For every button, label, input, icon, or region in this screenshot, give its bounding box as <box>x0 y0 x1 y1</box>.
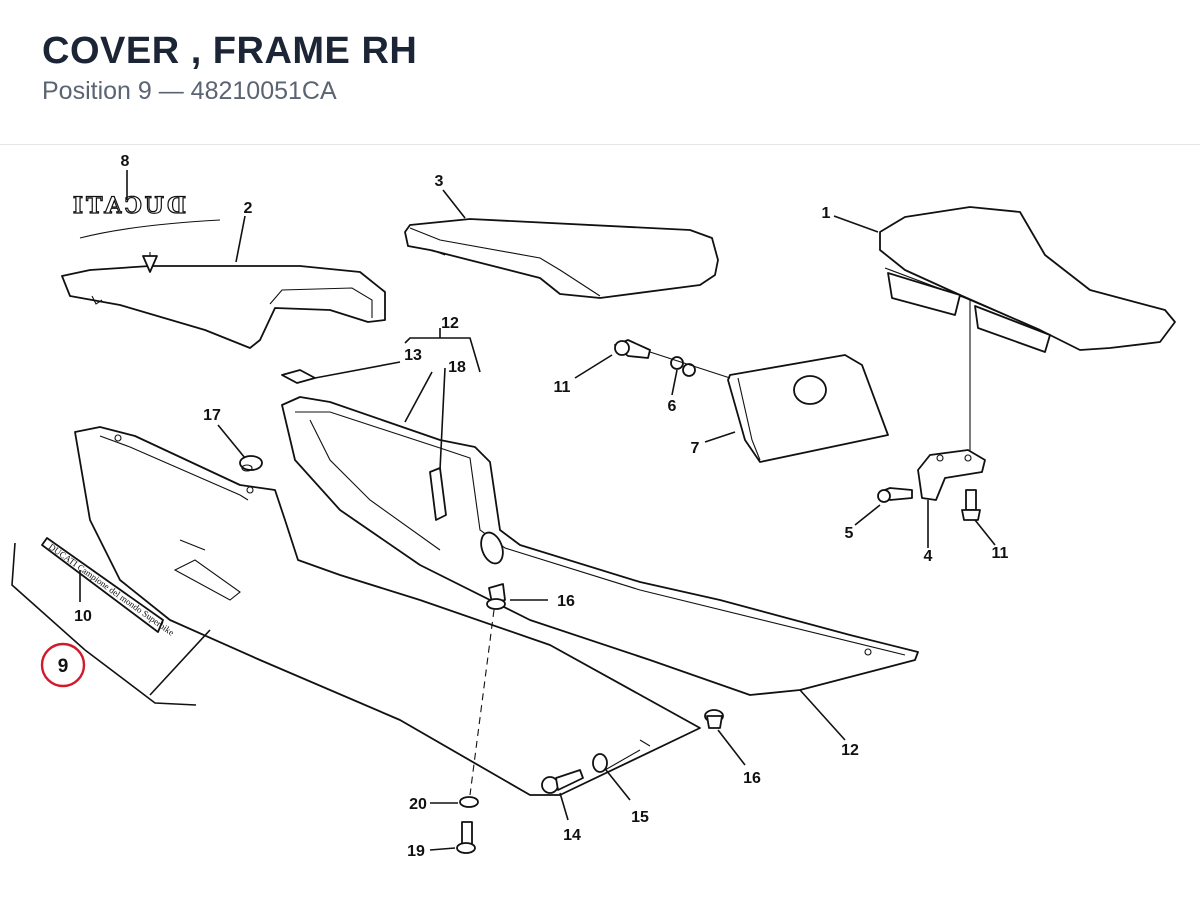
part-20-washer[interactable] <box>459 796 479 808</box>
part-17-grommet[interactable] <box>239 455 263 472</box>
part-18-strip[interactable] <box>429 467 447 521</box>
callout-1[interactable]: 1 <box>822 205 831 222</box>
callout-18[interactable]: 18 <box>448 359 466 376</box>
part-11-bolt-right[interactable] <box>961 489 981 521</box>
callout-13[interactable]: 13 <box>404 347 422 364</box>
header: COVER , FRAME RH Position 9 — 48210051CA <box>0 0 1200 145</box>
callout-8[interactable]: 8 <box>121 153 130 170</box>
callout-7[interactable]: 7 <box>691 440 700 457</box>
callout-17[interactable]: 17 <box>203 407 221 424</box>
callout-4[interactable]: 4 <box>924 548 933 565</box>
part-19-bolt[interactable] <box>456 821 476 854</box>
exploded-parts-diagram: DUCATI 8 2 3 1 4 5 <box>11 153 1176 860</box>
part-7-plate[interactable] <box>727 354 889 463</box>
callout-20[interactable]: 20 <box>409 796 427 813</box>
part-16-grommet-center[interactable] <box>486 583 506 610</box>
part-2-tail-cover[interactable] <box>61 252 386 349</box>
callout-6[interactable]: 6 <box>668 398 677 415</box>
page-subtitle: Position 9 — 48210051CA <box>42 77 337 105</box>
callout-16-right[interactable]: 16 <box>743 770 761 787</box>
callout-14[interactable]: 14 <box>563 827 581 844</box>
callout-12-bottom[interactable]: 12 <box>841 742 859 759</box>
callout-5[interactable]: 5 <box>845 525 854 542</box>
part-8-ducati-decal[interactable]: DUCATI <box>69 192 221 239</box>
callout-9: 9 <box>58 656 69 677</box>
ducati-decal-text: DUCATI <box>70 193 186 219</box>
callout-15[interactable]: 15 <box>631 809 649 826</box>
page-title: COVER , FRAME RH <box>42 30 418 72</box>
selected-position-ring <box>40 642 86 688</box>
callout-3[interactable]: 3 <box>435 173 444 190</box>
part-13-pad[interactable] <box>281 369 316 384</box>
part-16-grommet-right[interactable] <box>704 709 724 729</box>
callout-16-center[interactable]: 16 <box>557 593 575 610</box>
callout-12-top[interactable]: 12 <box>441 315 459 332</box>
part-3-seat-cushion[interactable] <box>404 218 719 299</box>
callout-11-right[interactable]: 11 <box>992 545 1009 562</box>
part-9-cover-frame-rh[interactable] <box>74 426 701 796</box>
part-11-bolt-left[interactable] <box>614 339 651 359</box>
part-1-rider-seat[interactable] <box>879 206 1176 353</box>
part-5-screw[interactable] <box>877 487 913 503</box>
selected-callout-9[interactable]: 9 <box>40 642 86 688</box>
callout-10[interactable]: 10 <box>74 608 92 625</box>
callout-2[interactable]: 2 <box>244 200 253 217</box>
callout-19[interactable]: 19 <box>407 843 425 860</box>
part-14-screw[interactable] <box>541 769 584 794</box>
part-15-spacer[interactable] <box>592 753 608 773</box>
part-4-bracket[interactable] <box>917 449 986 501</box>
callout-11-left[interactable]: 11 <box>554 379 571 396</box>
